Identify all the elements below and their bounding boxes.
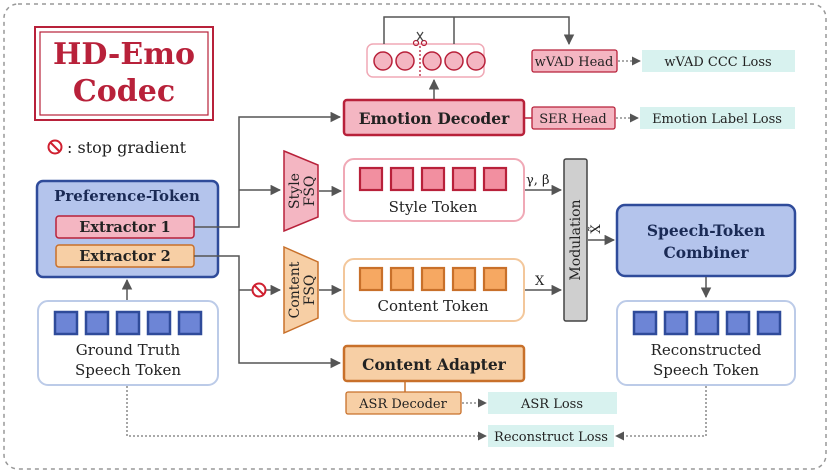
- asr-decoder-label: ASR Decoder: [358, 397, 447, 412]
- arrow-gt-to-reconstruct-loss: [126, 386, 487, 441]
- arrow-ext2-to-content-adapter: [194, 255, 342, 369]
- content-fsq-label-1: Content: [287, 261, 303, 318]
- preference-token-extractor: Preference-Token Extractor 1 Extractor 2: [35, 179, 220, 279]
- stop-gradient-icon: [251, 282, 267, 298]
- x-label: X: [535, 274, 545, 289]
- style-fsq-label-1: Style: [287, 173, 303, 209]
- title-line2: Codec: [73, 74, 175, 109]
- wvad-head: wVAD Head: [531, 49, 618, 73]
- reconstruct-loss-label: Reconstruct Loss: [494, 430, 608, 445]
- wvad-loss-label: wVAD CCC Loss: [664, 55, 771, 70]
- ser-head-label: SER Head: [539, 112, 606, 127]
- extractor-title: Preference-Token: [54, 187, 200, 205]
- emotion-decoder: Emotion Decoder: [342, 98, 526, 137]
- reconstruct-loss-box: [488, 425, 614, 447]
- scissors-icon: [412, 31, 428, 47]
- reconstructed-line2: Speech Token: [653, 361, 759, 379]
- speech-token-combiner: Speech-Token Combiner: [615, 203, 797, 278]
- style-token-label: Style Token: [389, 198, 478, 216]
- emotion-loss-box: [640, 107, 795, 129]
- content-token: Content Token: [343, 258, 525, 322]
- x-tilde-label: X̃: [588, 224, 604, 234]
- combiner-line1: Speech-Token: [647, 221, 765, 240]
- stop-gradient-legend: : stop gradient: [47, 138, 187, 157]
- wvad-loss-box: [642, 50, 795, 72]
- extractor-2-label: Extractor 2: [79, 248, 170, 265]
- reconstructed-line1: Reconstructed: [651, 341, 762, 359]
- style-fsq-label-2: FSQ: [302, 176, 318, 207]
- title-box: HD-Emo Codec: [34, 26, 214, 121]
- emotion-loss-label: Emotion Label Loss: [652, 112, 782, 127]
- ground-truth-line2: Speech Token: [75, 361, 181, 379]
- reconstructed-speech-token: Reconstructed Speech Token: [616, 300, 796, 386]
- stop-icon: [47, 139, 63, 155]
- content-adapter-label: Content Adapter: [362, 355, 507, 374]
- title-line1: HD-Emo: [53, 37, 195, 72]
- modulation-label: Modulation: [568, 199, 584, 280]
- outer-frame: [3, 3, 827, 470]
- ser-head: SER Head: [531, 106, 616, 130]
- style-fsq: Style FSQ: [283, 149, 319, 233]
- arrow-reconstructed-to-loss: [615, 386, 707, 441]
- asr-loss-box: [488, 392, 617, 414]
- ground-truth-line1: Ground Truth: [76, 341, 181, 359]
- combiner-line2: Combiner: [663, 243, 749, 262]
- ground-truth-speech-token: Ground Truth Speech Token: [37, 300, 219, 386]
- emotion-circle-tokens: [366, 31, 486, 78]
- emotion-decoder-label: Emotion Decoder: [359, 109, 510, 128]
- content-adapter: Content Adapter: [342, 344, 526, 383]
- asr-loss-label: ASR Loss: [520, 397, 583, 412]
- arrow-circles-to-wvad: [383, 16, 575, 46]
- style-token: Style Token: [343, 158, 525, 222]
- content-fsq: Content FSQ: [283, 245, 319, 335]
- stop-gradient-label: : stop gradient: [67, 138, 187, 157]
- asr-decoder: ASR Decoder: [345, 391, 462, 415]
- extractor-1-label: Extractor 1: [79, 219, 170, 236]
- content-token-label: Content Token: [377, 297, 488, 315]
- wvad-head-label: wVAD Head: [535, 55, 614, 70]
- content-fsq-label-2: FSQ: [302, 275, 318, 306]
- modulation-block: Modulation: [563, 158, 588, 322]
- gamma-beta-label: γ, β: [526, 173, 550, 188]
- arrow-ext1-to-emotion-decoder: [194, 111, 342, 228]
